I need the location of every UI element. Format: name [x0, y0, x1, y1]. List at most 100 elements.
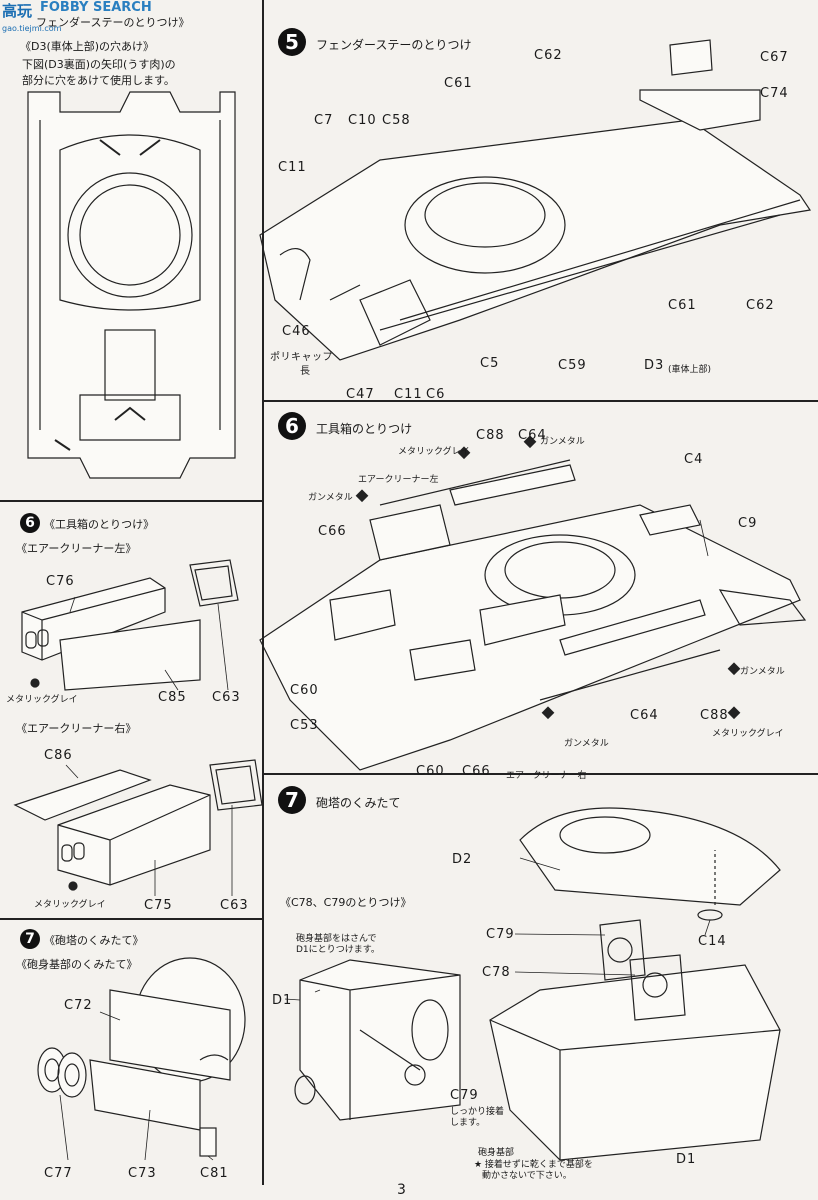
- label-metallic-grey-top: メタリックグレイ: [398, 447, 470, 457]
- label-c4: C4: [684, 452, 704, 467]
- label-polycap: ポリキャップ: [270, 352, 333, 363]
- right-divider-1: [262, 400, 818, 402]
- c78-c79-inset-title: 《C78、C79のとりつけ》: [280, 896, 412, 909]
- label-c63-b: C63: [220, 898, 249, 913]
- label-c76: C76: [46, 574, 75, 589]
- aircleaner-left-title: 《エアークリーナー左》: [16, 542, 137, 555]
- d3-note-line2: 部分に穴をあけて使用します。: [22, 74, 175, 87]
- left-step7-number: 7: [20, 929, 40, 949]
- label-d1-b: D1: [676, 1152, 697, 1167]
- gun-base-drawing: [37, 957, 246, 1157]
- watermark-url: gao.tiejmi.com: [2, 24, 62, 33]
- d3-note-title: 《D3(車体上部)の穴あけ》: [20, 40, 155, 53]
- label-aircleaner-left: エアークリーナー左: [358, 475, 439, 485]
- label-c67: C67: [760, 50, 789, 65]
- label-c60-a: C60: [290, 683, 319, 698]
- step6-title: 工具箱のとりつけ: [316, 422, 413, 436]
- page-number: 3: [397, 1182, 407, 1198]
- label-d3: D3: [644, 358, 665, 373]
- step6-number: 6: [278, 412, 306, 440]
- inset-note-line1: 砲身基部をはさんで: [296, 934, 377, 944]
- label-c64-b: C64: [630, 708, 659, 723]
- label-gunmetal-left: ガンメタル: [308, 493, 353, 503]
- c79-note-line2: します。: [450, 1118, 486, 1128]
- label-c81: C81: [200, 1166, 229, 1181]
- left-step7-title: 《砲塔のくみたて》: [44, 934, 144, 947]
- label-c78: C78: [482, 965, 511, 980]
- d3-note-line1: 下図(D3裏面)の矢印(うす肉)の: [22, 58, 176, 71]
- aircleaner-left-drawing: [21, 559, 239, 691]
- gun-base-note-line2: 動かさないで下さい。: [482, 1171, 572, 1181]
- label-c66-a: C66: [318, 524, 347, 539]
- label-polycap-long: 長: [300, 366, 311, 377]
- step5-number: 5: [278, 28, 306, 56]
- inset-note-line2: D1にとりつけます。: [296, 945, 380, 955]
- label-c60-b: C60: [416, 764, 445, 779]
- label-c77: C77: [44, 1166, 73, 1181]
- label-c7: C7: [314, 113, 334, 128]
- label-c72: C72: [64, 998, 93, 1013]
- label-c14: C14: [698, 934, 727, 949]
- label-c47: C47: [346, 387, 375, 402]
- step6-hull-drawing: [259, 459, 807, 771]
- label-d1-a: D1: [272, 993, 293, 1008]
- label-c6: C6: [426, 387, 446, 402]
- label-c53: C53: [290, 718, 319, 733]
- left-step6-number: 6: [20, 513, 40, 533]
- aircleaner-right-drawing: [13, 759, 263, 891]
- aircleaner-right-title: 《エアークリーナー右》: [16, 722, 137, 735]
- label-c61-b: C61: [668, 298, 697, 313]
- label-gunmetal-bottom: ガンメタル: [564, 739, 609, 749]
- turret-drawing: [489, 807, 781, 1161]
- label-metallic-grey-right: メタリックグレイ: [712, 729, 784, 739]
- left-step6-title: 《工具箱のとりつけ》: [44, 518, 155, 531]
- label-c88-b: C88: [700, 708, 729, 723]
- label-d2: D2: [452, 852, 473, 867]
- c78-c79-inset-drawing: [294, 959, 461, 1121]
- watermark-site-text: FOBBY SEARCH: [40, 0, 152, 15]
- step7-title: 砲塔のくみたて: [316, 796, 401, 810]
- gun-base-label: 砲身基部: [478, 1148, 515, 1158]
- label-c86: C86: [44, 748, 73, 763]
- column-divider: [262, 0, 264, 1185]
- left-divider-1: [0, 500, 262, 502]
- label-c75: C75: [144, 898, 173, 913]
- label-c62-b: C62: [746, 298, 775, 313]
- label-c73: C73: [128, 1166, 157, 1181]
- label-metallic-grey-a: メタリックグレイ: [6, 695, 78, 705]
- step7-number: 7: [278, 786, 306, 814]
- label-c62-a: C62: [534, 48, 563, 63]
- label-aircleaner-right: エアークリーナー右: [506, 771, 587, 781]
- label-gunmetal-right: ガンメタル: [740, 667, 785, 677]
- label-c63-a: C63: [212, 690, 241, 705]
- left-divider-2: [0, 918, 262, 920]
- label-c11-a: C11: [278, 160, 307, 175]
- label-c61-a: C61: [444, 76, 473, 91]
- label-c11-b: C11: [394, 387, 423, 402]
- label-c79-b: C79: [486, 927, 515, 942]
- gun-base-title: 《砲身基部のくみたて》: [16, 958, 138, 971]
- watermark-logo: 高玩 FOBBY SEARCH: [0, 0, 180, 22]
- top-caption: フェンダーステーのとりつけ》: [36, 16, 190, 29]
- step5-title: フェンダーステーのとりつけ: [316, 38, 472, 52]
- label-c74: C74: [760, 86, 789, 101]
- label-c64-a: C64: [518, 428, 547, 443]
- label-d3-note: (車体上部): [668, 365, 712, 375]
- step5-hull-drawing: [259, 39, 812, 361]
- label-c46: C46: [282, 324, 311, 339]
- label-c5: C5: [480, 356, 500, 371]
- gun-base-note-line1: ★ 接着せずに乾くまで基部を: [474, 1160, 593, 1170]
- label-metallic-grey-b: メタリックグレイ: [34, 900, 106, 910]
- label-c58: C58: [382, 113, 411, 128]
- label-gunmetal-top: ガンメタル: [540, 437, 585, 447]
- label-c10: C10: [348, 113, 377, 128]
- label-c66-b: C66: [462, 764, 491, 779]
- label-c85: C85: [158, 690, 187, 705]
- c79-note-line1: しっかり接着: [450, 1107, 505, 1117]
- label-c88-a: C88: [476, 428, 505, 443]
- watermark-logo-text: 高玩: [2, 2, 33, 20]
- right-divider-2: [262, 773, 818, 775]
- label-c59: C59: [558, 358, 587, 373]
- label-c79-a: C79: [450, 1088, 479, 1103]
